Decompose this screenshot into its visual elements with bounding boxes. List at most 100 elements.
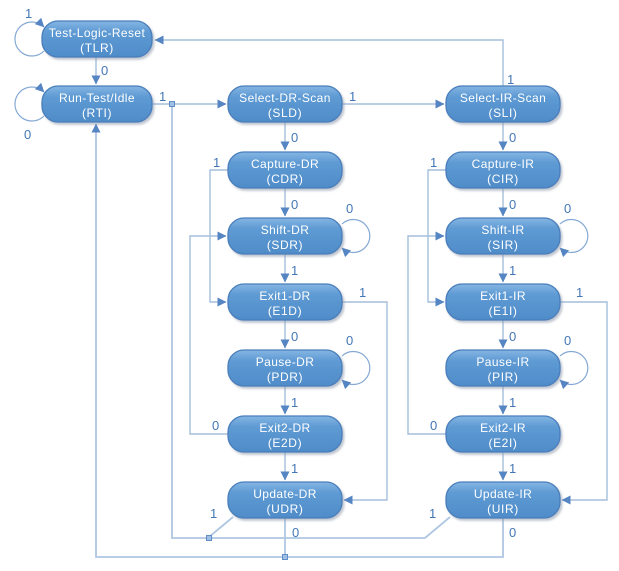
- transition-label-sld-sli: 1: [349, 89, 356, 104]
- transition-label-tlr-rti: 0: [101, 63, 108, 78]
- state-name: Exit2-IR: [480, 421, 526, 435]
- transition-label-e2i-uir: 1: [509, 461, 516, 476]
- state-abbr: (TLR): [80, 41, 114, 55]
- state-e1i[interactable]: Exit1-IR (E1I): [445, 283, 561, 321]
- edge-tlr-self-loop: [14, 17, 45, 57]
- edge-sdr-self-loop: [341, 218, 371, 258]
- junction-dot: [169, 101, 175, 107]
- transition-label-udr-rti: 0: [292, 525, 299, 540]
- state-abbr: (SDR): [267, 238, 303, 252]
- state-abbr: (E1I): [488, 304, 517, 318]
- junction-dot: [282, 554, 288, 560]
- transition-label-sli-cir: 0: [509, 130, 516, 145]
- state-name: Pause-IR: [476, 355, 529, 369]
- state-abbr: (CDR): [267, 172, 304, 186]
- edge-rti-self-loop: [14, 82, 45, 122]
- state-name: Select-DR-Scan: [239, 91, 331, 105]
- state-sir[interactable]: Shift-IR (SIR): [445, 217, 561, 255]
- state-uir[interactable]: Update-IR (UIR): [445, 481, 561, 519]
- state-name: Update-IR: [474, 487, 532, 501]
- transition-label-cdr-e1d: 1: [213, 155, 220, 170]
- state-name: Update-DR: [253, 487, 317, 501]
- state-abbr: (E2D): [268, 436, 302, 450]
- edge-uir-rti-return: [91, 123, 504, 558]
- state-abbr: (UIR): [487, 502, 519, 516]
- transition-label-cir-sir: 0: [509, 197, 516, 212]
- state-name: Pause-DR: [256, 355, 315, 369]
- transition-label-sld-cdr: 0: [291, 130, 298, 145]
- transition-label-rti-self: 0: [24, 127, 31, 142]
- transition-label-udr-sld: 1: [210, 506, 217, 521]
- state-sli[interactable]: Select-IR-Scan (SLI): [445, 85, 561, 123]
- edge-e1d-udr: [342, 301, 388, 505]
- state-name: Run-Test/Idle: [59, 91, 135, 105]
- state-abbr: (PIR): [488, 370, 519, 384]
- state-sld[interactable]: Select-DR-Scan (SLD): [227, 85, 343, 123]
- state-name: Shift-DR: [261, 223, 310, 237]
- transition-label-sdr-e1d: 1: [291, 263, 298, 278]
- state-e2d[interactable]: Exit2-DR (E2D): [227, 415, 343, 453]
- state-name: Exit1-IR: [480, 289, 526, 303]
- state-cdr[interactable]: Capture-DR (CDR): [227, 151, 343, 189]
- transition-label-e2d-sdr: 0: [212, 418, 219, 433]
- transition-labels: 1 0 0 1 1 1 0 0 1 0 1 0 1 0 1 0 1 0 1 0 …: [24, 6, 583, 540]
- transition-label-pdr-self: 0: [346, 333, 353, 348]
- state-abbr: (PDR): [267, 370, 303, 384]
- transition-label-sir-e1i: 1: [509, 263, 516, 278]
- edge-udr-sld-return: [208, 516, 234, 538]
- transition-label-e1d-udr: 1: [359, 285, 366, 300]
- state-abbr: (SLD): [268, 106, 302, 120]
- transition-label-e2i-sir: 0: [430, 418, 437, 433]
- state-e2i[interactable]: Exit2-IR (E2I): [445, 415, 561, 453]
- transition-label-e1i-pir: 0: [509, 329, 516, 344]
- edge-sir-self-loop: [559, 218, 589, 258]
- state-abbr: (SIR): [488, 238, 519, 252]
- edge-uir-sld-return: [171, 105, 451, 539]
- state-abbr: (RTI): [82, 106, 112, 120]
- junction-dot: [206, 535, 212, 541]
- state-udr[interactable]: Update-DR (UDR): [227, 481, 343, 519]
- state-e1d[interactable]: Exit1-DR (E1D): [227, 283, 343, 321]
- transition-label-sir-self: 0: [564, 201, 571, 216]
- state-name: Test-Logic-Reset: [49, 26, 146, 40]
- edge-e1i-uir: [560, 301, 608, 505]
- edge-sli-tlr: [154, 35, 504, 86]
- edge-pir-self-loop: [559, 350, 589, 390]
- state-pdr[interactable]: Pause-DR (PDR): [227, 349, 343, 387]
- state-name: Capture-DR: [251, 157, 319, 171]
- state-name: Shift-IR: [481, 223, 524, 237]
- transition-label-sli-tlr: 1: [507, 72, 514, 87]
- transition-label-e2d-udr: 1: [291, 461, 298, 476]
- state-name: Capture-IR: [472, 157, 535, 171]
- state-rti[interactable]: Run-Test/Idle (RTI): [41, 85, 153, 123]
- state-abbr: (E1D): [268, 304, 302, 318]
- state-abbr: (E2I): [488, 436, 517, 450]
- transition-label-uir-rti: 0: [509, 525, 516, 540]
- edges: [14, 17, 608, 560]
- transition-label-cir-e1i: 1: [430, 155, 437, 170]
- state-abbr: (UDR): [267, 502, 304, 516]
- transition-label-cdr-sdr: 0: [291, 197, 298, 212]
- states: Test-Logic-Reset (TLR) Run-Test/Idle (RT…: [41, 20, 561, 519]
- transition-label-e1i-uir: 1: [576, 285, 583, 300]
- transition-label-rti-sld: 1: [159, 89, 166, 104]
- state-sdr[interactable]: Shift-DR (SDR): [227, 217, 343, 255]
- state-name: Exit2-DR: [259, 421, 310, 435]
- state-name: Exit1-DR: [259, 289, 310, 303]
- transition-label-pir-e2i: 1: [509, 395, 516, 410]
- transition-label-pir-self: 0: [564, 333, 571, 348]
- state-tlr[interactable]: Test-Logic-Reset (TLR): [41, 20, 153, 58]
- transition-label-uir-sld: 1: [429, 506, 436, 521]
- transition-label-pdr-e2d: 1: [291, 395, 298, 410]
- state-pir[interactable]: Pause-IR (PIR): [445, 349, 561, 387]
- transition-label-e1d-pdr: 0: [291, 329, 298, 344]
- transition-label-sdr-self: 0: [346, 201, 353, 216]
- transition-label-tlr-self: 1: [25, 6, 32, 21]
- edge-e2d-sdr: [189, 231, 228, 435]
- state-abbr: (SLI): [488, 106, 517, 120]
- state-name: Select-IR-Scan: [460, 91, 546, 105]
- edge-e2i-sir: [407, 231, 446, 435]
- state-cir[interactable]: Capture-IR (CIR): [445, 151, 561, 189]
- state-abbr: (CIR): [487, 172, 519, 186]
